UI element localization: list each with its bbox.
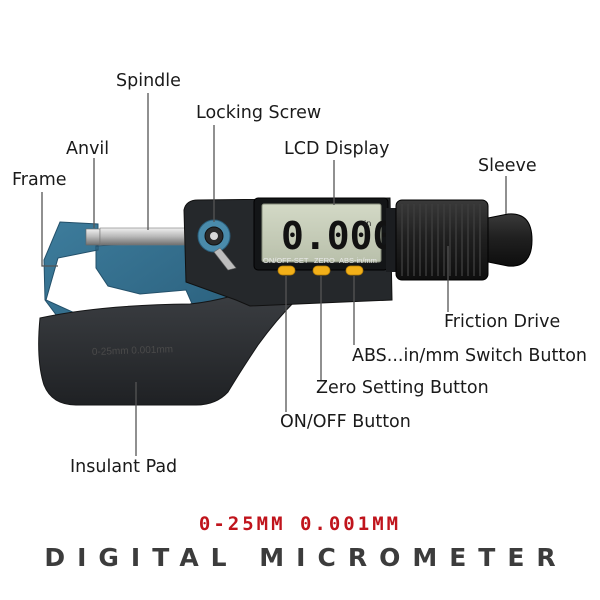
label-abs-switch: ABS...in/mm Switch Button <box>352 346 587 366</box>
label-on-off: ON/OFF Button <box>280 412 411 432</box>
product-title: DIGITAL MICROMETER <box>44 543 567 572</box>
button-label-onoff: ON/OFF-SET <box>263 256 309 265</box>
label-friction-drive: Friction Drive <box>444 312 560 332</box>
zero-button[interactable] <box>312 265 331 276</box>
sleeve-collar <box>386 208 398 272</box>
frame-etching: 0-25mm 0.001mm <box>92 344 173 358</box>
label-lcd-display: LCD Display <box>284 139 390 159</box>
label-spindle: Spindle <box>116 71 181 91</box>
leader-frame <box>41 192 58 267</box>
label-insulant-pad: Insulant Pad <box>70 457 177 477</box>
label-anvil: Anvil <box>66 139 109 159</box>
lcd-display <box>261 203 382 263</box>
sleeve[interactable] <box>487 213 533 267</box>
lcd-unit: in <box>364 219 371 228</box>
spec-text: 0-25MM 0.001MM <box>199 513 401 535</box>
spindle <box>99 227 187 246</box>
locking-screw[interactable] <box>197 219 237 271</box>
label-frame: Frame <box>12 170 67 190</box>
insulant-pad-body <box>38 295 298 406</box>
label-sleeve: Sleeve <box>478 156 537 176</box>
abs-button[interactable] <box>345 265 364 276</box>
onoff-button[interactable] <box>277 265 296 276</box>
friction-drive-knurling <box>401 204 481 276</box>
button-label-abs: ABS-in/mm <box>339 256 377 265</box>
anvil <box>85 228 101 246</box>
button-label-zero: ZERO <box>314 256 335 265</box>
label-locking-screw: Locking Screw <box>196 103 321 123</box>
label-zero-setting: Zero Setting Button <box>316 378 489 398</box>
